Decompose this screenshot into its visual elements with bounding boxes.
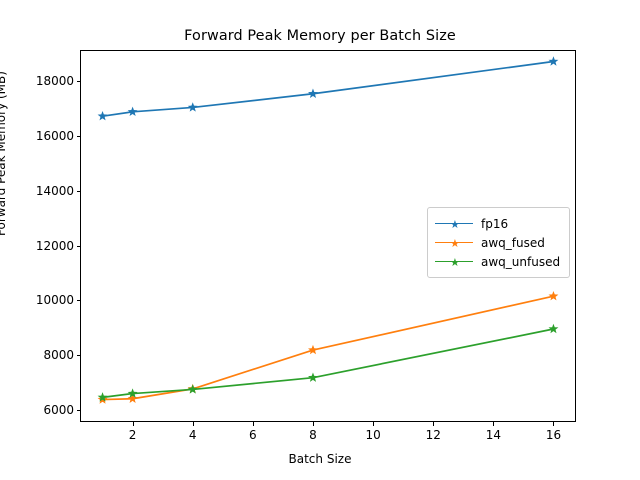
data-point-marker [127,106,138,117]
star-icon: ★ [450,255,460,269]
x-tick-label: 12 [425,428,441,442]
data-point-marker [187,384,198,394]
star-icon: ★ [450,236,460,250]
legend-swatch-1: ★ [435,236,473,250]
y-axis-label: Forward Peak Memory (MB) [0,71,8,236]
x-tick-mark [132,422,134,426]
x-tick-mark [553,422,555,426]
series-lines [97,56,559,404]
x-tick-mark [493,422,495,426]
data-point-marker [308,344,318,355]
x-tick-label: 14 [485,428,501,442]
series-line [101,60,555,118]
x-tick-label: 6 [249,428,257,442]
x-tick-mark [192,422,194,426]
data-point-marker [308,88,318,98]
series-awq_fused [97,290,559,404]
x-tick-label: 8 [309,428,317,442]
x-axis-label: Batch Size [288,452,352,466]
legend-item-1[interactable]: ★ awq_fused [435,233,561,252]
x-tick-label: 10 [365,428,381,442]
data-point-marker [97,392,108,402]
chart-title: Forward Peak Memory per Batch Size [184,28,456,44]
data-point-marker [187,102,198,112]
legend-line-1 [435,241,473,244]
x-tick-label: 2 [128,428,137,442]
legend-line-0 [435,222,473,225]
y-tick-label: 18000 [35,74,74,89]
x-tick-mark [252,422,254,426]
legend-label-1: awq_fused [481,235,545,250]
data-point-marker [548,290,559,301]
y-tick-label: 8000 [43,347,74,362]
y-tick-label: 10000 [35,293,74,308]
series-line [101,328,555,399]
data-point-marker [127,388,138,398]
y-tick-label: 14000 [35,183,74,198]
legend-label-2: awq_unfused [481,254,561,269]
x-tick-label: 16 [545,428,562,442]
star-icon: ★ [450,217,460,231]
x-tick-mark [433,422,435,426]
y-tick-label: 12000 [35,238,74,253]
legend-item-2[interactable]: ★ awq_unfused [435,252,561,271]
chart-legend: ★ fp16 ★ awq_fused ★ awq_unfused [427,207,570,278]
legend-label-0: fp16 [481,216,509,231]
legend-swatch-0: ★ [435,217,473,231]
data-point-marker [308,372,318,382]
series-awq_unfused [97,323,559,402]
x-tick-label: 4 [188,428,197,442]
data-point-marker [97,110,108,121]
legend-swatch-2: ★ [435,255,473,269]
data-point-marker [548,323,559,334]
y-tick-label: 16000 [35,129,74,144]
series-fp16 [97,56,559,121]
data-point-marker [548,56,559,66]
x-tick-mark [373,422,375,426]
legend-item-0[interactable]: ★ fp16 [435,214,561,233]
series-line [101,295,555,401]
y-tick-label: 6000 [43,402,74,417]
legend-line-2 [435,260,473,263]
data-point-marker [127,393,138,403]
x-tick-mark [312,422,314,426]
